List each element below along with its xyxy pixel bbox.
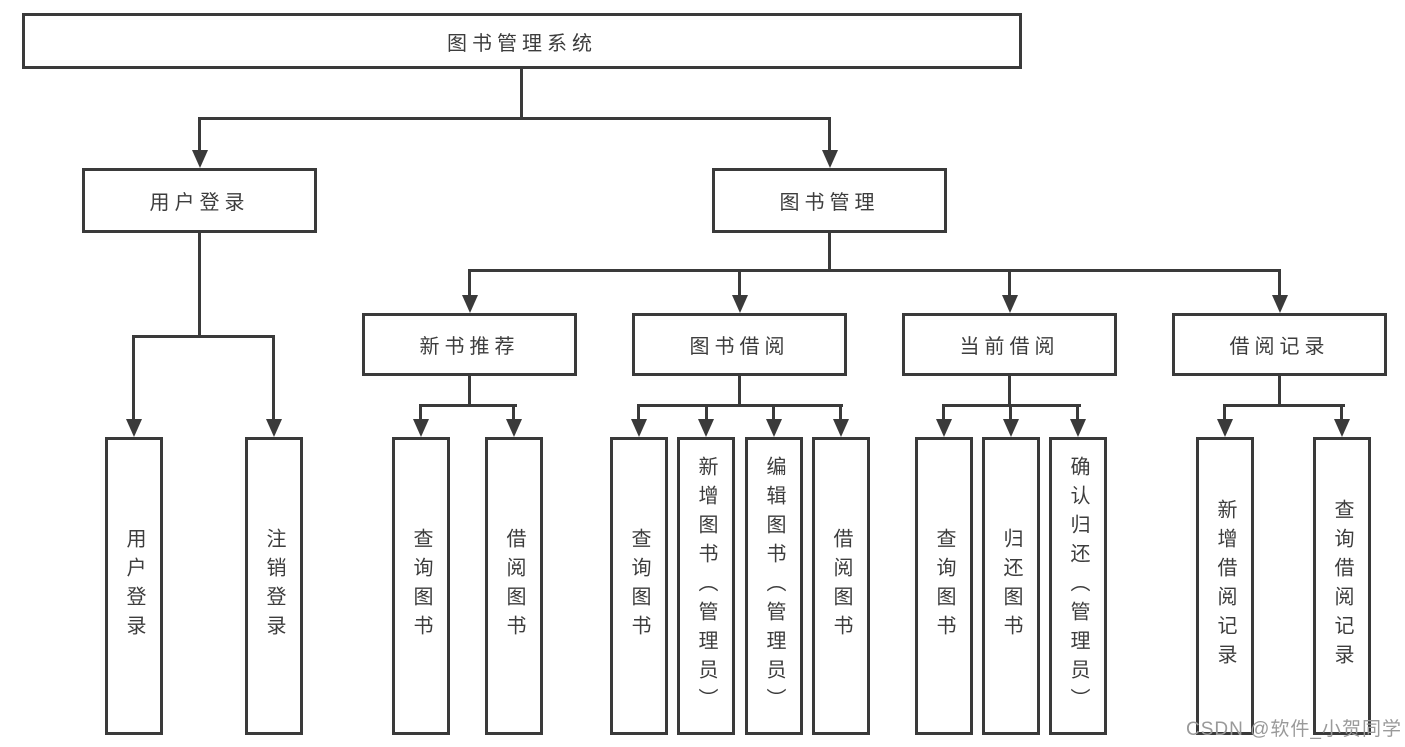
leaf-logout-label: 注销登录 <box>263 528 285 644</box>
arrow-down-icon <box>126 419 142 437</box>
leaf-add-borrow-record: 新增借阅记录 <box>1196 437 1254 735</box>
connector-line <box>468 269 471 295</box>
leaf-edit-books-admin-label: 编辑图书（管理员） <box>763 455 785 717</box>
connector-line <box>1008 269 1011 295</box>
connector-line <box>132 335 275 338</box>
node-user-login: 用户登录 <box>82 168 317 233</box>
leaf-confirm-return-admin: 确认归还（管理员） <box>1049 437 1107 735</box>
leaf-borrow-books-recommend: 借阅图书 <box>485 437 543 735</box>
node-book-borrowing-label: 图书借阅 <box>689 336 790 358</box>
connector-line <box>520 69 523 118</box>
node-current-borrowing-label: 当前借阅 <box>959 336 1060 358</box>
connector-line <box>1278 269 1281 295</box>
connector-line <box>942 404 945 419</box>
leaf-user-login: 用户登录 <box>105 437 163 735</box>
connector-line <box>468 269 1281 272</box>
connector-line <box>1340 404 1343 419</box>
connector-line <box>132 335 135 419</box>
connector-line <box>1278 376 1281 406</box>
leaf-add-books-admin: 新增图书（管理员） <box>677 437 735 735</box>
connector-line <box>1223 404 1345 407</box>
leaf-return-books-label: 归还图书 <box>1000 528 1022 644</box>
connector-line <box>1076 404 1079 419</box>
arrow-down-icon <box>506 419 522 437</box>
node-borrowing-records-label: 借阅记录 <box>1229 336 1330 358</box>
connector-line <box>738 376 741 406</box>
arrow-down-icon <box>732 295 748 313</box>
arrow-down-icon <box>833 419 849 437</box>
leaf-confirm-return-admin-label: 确认归还（管理员） <box>1067 455 1089 717</box>
arrow-down-icon <box>266 419 282 437</box>
leaf-query-books-borrowing: 查询图书 <box>610 437 668 735</box>
arrow-down-icon <box>936 419 952 437</box>
connector-line <box>468 376 471 406</box>
arrow-down-icon <box>1217 419 1233 437</box>
connector-line <box>1008 376 1011 406</box>
leaf-logout: 注销登录 <box>245 437 303 735</box>
node-book-borrowing: 图书借阅 <box>632 313 847 376</box>
leaf-return-books: 归还图书 <box>982 437 1040 735</box>
arrow-down-icon <box>766 419 782 437</box>
node-book-management-label: 图书管理 <box>779 192 880 214</box>
arrow-down-icon <box>462 295 478 313</box>
connector-line <box>637 404 843 407</box>
leaf-borrow-books-borrowing-label: 借阅图书 <box>830 528 852 644</box>
connector-line <box>637 404 640 419</box>
leaf-borrow-books-borrowing: 借阅图书 <box>812 437 870 735</box>
arrow-down-icon <box>631 419 647 437</box>
connector-line <box>512 404 515 419</box>
connector-line <box>839 404 842 419</box>
arrow-down-icon <box>1002 295 1018 313</box>
connector-line <box>705 404 708 419</box>
connector-line <box>198 117 201 150</box>
leaf-borrow-books-recommend-label: 借阅图书 <box>503 528 525 644</box>
arrow-down-icon <box>413 419 429 437</box>
connector-line <box>419 404 422 419</box>
connector-line <box>419 404 517 407</box>
leaf-add-books-admin-label: 新增图书（管理员） <box>695 455 717 717</box>
leaf-query-borrow-record: 查询借阅记录 <box>1313 437 1371 735</box>
node-borrowing-records: 借阅记录 <box>1172 313 1387 376</box>
node-user-login-label: 用户登录 <box>149 192 250 214</box>
connector-line <box>1009 404 1012 419</box>
leaf-query-books-current: 查询图书 <box>915 437 973 735</box>
arrow-down-icon <box>1272 295 1288 313</box>
leaf-add-borrow-record-label: 新增借阅记录 <box>1214 499 1236 673</box>
leaf-user-login-label: 用户登录 <box>123 528 145 644</box>
leaf-query-books-current-label: 查询图书 <box>933 528 955 644</box>
node-new-book-recommend: 新书推荐 <box>362 313 577 376</box>
node-root: 图书管理系统 <box>22 13 1022 69</box>
leaf-query-books-recommend-label: 查询图书 <box>410 528 432 644</box>
arrow-down-icon <box>192 150 208 168</box>
connector-line <box>738 269 741 295</box>
leaf-query-books-borrowing-label: 查询图书 <box>628 528 650 644</box>
node-new-book-recommend-label: 新书推荐 <box>419 336 520 358</box>
node-book-management: 图书管理 <box>712 168 947 233</box>
leaf-edit-books-admin: 编辑图书（管理员） <box>745 437 803 735</box>
connector-line <box>772 404 775 419</box>
arrow-down-icon <box>698 419 714 437</box>
connector-line <box>1223 404 1226 419</box>
arrow-down-icon <box>1334 419 1350 437</box>
node-current-borrowing: 当前借阅 <box>902 313 1117 376</box>
connector-line <box>828 117 831 150</box>
connector-line <box>198 117 831 120</box>
arrow-down-icon <box>1070 419 1086 437</box>
connector-line <box>198 233 201 337</box>
connector-line <box>828 233 831 271</box>
arrow-down-icon <box>822 150 838 168</box>
leaf-query-books-recommend: 查询图书 <box>392 437 450 735</box>
node-root-label: 图书管理系统 <box>447 32 597 55</box>
watermark: CSDN @软件_小贺同学 <box>1186 719 1402 740</box>
leaf-query-borrow-record-label: 查询借阅记录 <box>1331 499 1353 673</box>
arrow-down-icon <box>1003 419 1019 437</box>
connector-line <box>272 335 275 419</box>
